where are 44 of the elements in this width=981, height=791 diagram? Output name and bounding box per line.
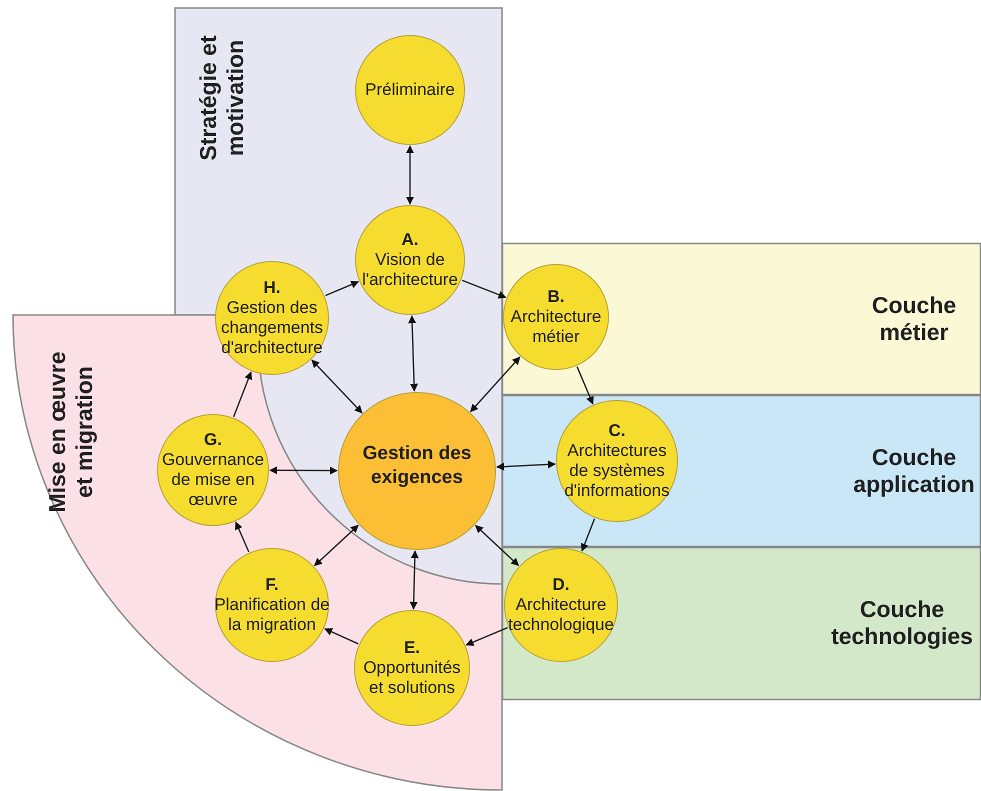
phase-letter: F. bbox=[264, 575, 280, 595]
layer-band bbox=[502, 395, 981, 547]
region-title: Stratégie et motivation bbox=[195, 34, 249, 163]
phase-letter: G. bbox=[203, 430, 223, 450]
phase-label: Gouvernance de mise en œuvre bbox=[161, 450, 265, 510]
phase-letter: A. bbox=[400, 230, 420, 250]
arrow bbox=[470, 356, 520, 412]
arrow bbox=[324, 628, 358, 644]
arrow bbox=[235, 521, 250, 552]
layer-band bbox=[502, 243, 981, 395]
arrow bbox=[576, 366, 594, 405]
phase-label: Architecture technologique bbox=[507, 595, 615, 635]
layer-title: Couche technologies bbox=[830, 596, 974, 650]
phase-label: Opportunités et solutions bbox=[362, 658, 462, 698]
phase-label: Gestion des exigences bbox=[362, 442, 472, 490]
layer-title: Couche application bbox=[852, 444, 976, 498]
arrow bbox=[232, 371, 252, 418]
phase-letter: E. bbox=[402, 638, 422, 658]
phase-label: Préliminaire bbox=[364, 80, 456, 100]
region-panel bbox=[13, 315, 502, 790]
arrow bbox=[580, 518, 596, 552]
arrow bbox=[410, 550, 419, 610]
layer-band bbox=[502, 547, 981, 700]
arrow bbox=[475, 524, 520, 566]
phase-label: Vision de l'architecture bbox=[361, 250, 459, 290]
phase-label: Gestion des changements d'architecture bbox=[220, 298, 324, 358]
arrow bbox=[466, 626, 508, 646]
phase-label: Architectures de systèmes d'informations bbox=[563, 441, 671, 501]
arrow bbox=[496, 460, 556, 471]
arrow bbox=[406, 145, 414, 205]
phase-letter: D. bbox=[552, 575, 570, 595]
arrow bbox=[311, 360, 363, 414]
arrow bbox=[462, 280, 506, 298]
arrow bbox=[325, 280, 360, 296]
phase-letter: C. bbox=[608, 421, 626, 441]
phase-label: Architecture métier bbox=[510, 307, 602, 347]
phase-letter: B. bbox=[546, 287, 566, 307]
arrow bbox=[269, 466, 338, 475]
arrow bbox=[314, 524, 359, 566]
phase-letter: H. bbox=[262, 278, 282, 298]
arrow bbox=[408, 315, 418, 392]
phase-label: Planification de la migration bbox=[214, 595, 330, 635]
region-title: Mise en œuvre et migration bbox=[44, 350, 98, 515]
layer-title: Couche métier bbox=[870, 292, 958, 346]
